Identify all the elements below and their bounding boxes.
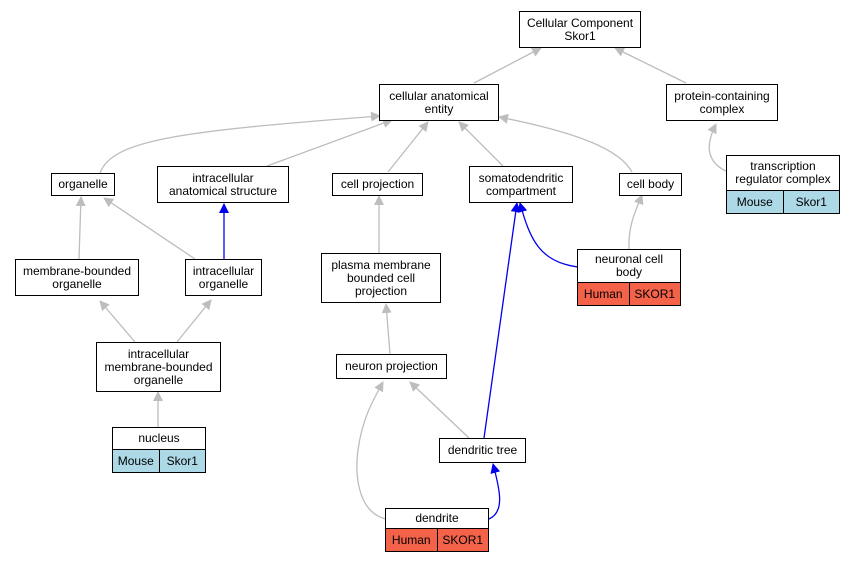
node-intracellular-anatomical-structure[interactable]: intracellular anatomical structure xyxy=(157,166,289,203)
node-cellular-component[interactable]: Cellular Component Skor1 xyxy=(519,11,641,48)
annotation-row: Mouse Skor1 xyxy=(727,190,839,213)
edge-io-to-organelle xyxy=(103,197,196,260)
node-neuronal-cell-body[interactable]: neuronal cell body Human SKOR1 xyxy=(577,249,681,306)
edge-dt-to-sdc xyxy=(483,202,521,439)
node-label: intracellular organelle xyxy=(192,263,255,291)
node-label: intracellular membrane-bounded organelle xyxy=(104,346,213,387)
node-label: nucleus xyxy=(138,431,180,445)
node-label: protein-containing complex xyxy=(674,88,770,116)
node-label: cellular anatomical entity xyxy=(389,88,489,116)
node-neuron-projection[interactable]: neuron projection xyxy=(336,354,447,379)
node-label: transcription regulator complex xyxy=(735,159,831,186)
node-label: dendrite xyxy=(415,511,459,525)
node-cell-projection[interactable]: cell projection xyxy=(332,173,423,196)
node-dendrite[interactable]: dendrite Human SKOR1 xyxy=(385,508,489,552)
edge-ias-to-cae xyxy=(266,118,393,167)
node-cellular-anatomical-entity[interactable]: cellular anatomical entity xyxy=(379,84,499,121)
species-tag: Human xyxy=(386,529,437,551)
node-dendritic-tree[interactable]: dendritic tree xyxy=(439,438,526,463)
node-label: cell body xyxy=(626,177,675,191)
node-label: Cellular Component Skor1 xyxy=(526,15,634,43)
node-intracellular-organelle[interactable]: intracellular organelle xyxy=(185,259,262,296)
edge-imbo-to-mbo xyxy=(99,300,136,343)
edge-mbo-to-organelle xyxy=(75,196,86,260)
species-tag: Mouse xyxy=(727,191,783,213)
node-label: intracellular anatomical structure xyxy=(168,170,278,198)
node-label: cell projection xyxy=(340,177,415,191)
node-organelle[interactable]: organelle xyxy=(51,173,115,196)
node-label: somatodendritic compartment xyxy=(478,170,564,198)
gene-tag: SKOR1 xyxy=(436,529,488,551)
annotation-row: Human SKOR1 xyxy=(386,528,488,551)
edge-cellproj-to-cae xyxy=(387,121,429,173)
edge-ncb-to-cellbody xyxy=(628,194,644,250)
edge-sdc-to-cae xyxy=(458,121,504,167)
annotation-row: Human SKOR1 xyxy=(578,282,680,305)
node-cell-body[interactable]: cell body xyxy=(619,173,682,196)
edge-imbo-to-io xyxy=(176,299,212,343)
edge-np-to-pmbcp xyxy=(381,303,392,355)
gene-tag: Skor1 xyxy=(158,450,205,472)
node-nucleus[interactable]: nucleus Mouse Skor1 xyxy=(112,427,206,473)
edge-cellbody-to-cae xyxy=(498,113,633,173)
node-somatodendritic-compartment[interactable]: somatodendritic compartment xyxy=(469,166,573,203)
edge-dt-to-np xyxy=(409,381,470,439)
gene-tag: SKOR1 xyxy=(628,283,680,305)
annotation-row: Mouse Skor1 xyxy=(113,449,205,472)
node-label: membrane-bounded organelle xyxy=(22,263,132,291)
node-membrane-bounded-organelle[interactable]: membrane-bounded organelle xyxy=(15,259,139,296)
edge-trc-to-pcc xyxy=(707,123,731,174)
edge-dendrite-to-dt xyxy=(488,463,501,520)
node-transcription-regulator-complex[interactable]: transcription regulator complex Mouse Sk… xyxy=(726,155,840,214)
node-label: neuron projection xyxy=(345,359,438,373)
edge-ncb-to-sdc xyxy=(517,202,579,268)
species-tag: Mouse xyxy=(113,450,159,472)
node-label: plasma membrane bounded cell projection xyxy=(331,257,431,298)
node-label: organelle xyxy=(58,177,108,191)
edge-dendrite-to-np xyxy=(356,381,387,520)
edge-pcc-to-root xyxy=(614,47,687,84)
node-intracellular-membrane-bounded-organelle[interactable]: intracellular membrane-bounded organelle xyxy=(96,342,221,392)
node-plasma-membrane-bounded-cell-projection[interactable]: plasma membrane bounded cell projection xyxy=(321,253,441,303)
node-label: dendritic tree xyxy=(447,443,518,457)
node-label: neuronal cell body xyxy=(594,252,664,279)
species-tag: Human xyxy=(578,283,629,305)
gene-tag: Skor1 xyxy=(782,191,839,213)
edge-organelle-to-cae xyxy=(99,111,381,174)
edge-cae-to-root xyxy=(473,47,542,84)
node-protein-containing-complex[interactable]: protein-containing complex xyxy=(666,84,778,121)
